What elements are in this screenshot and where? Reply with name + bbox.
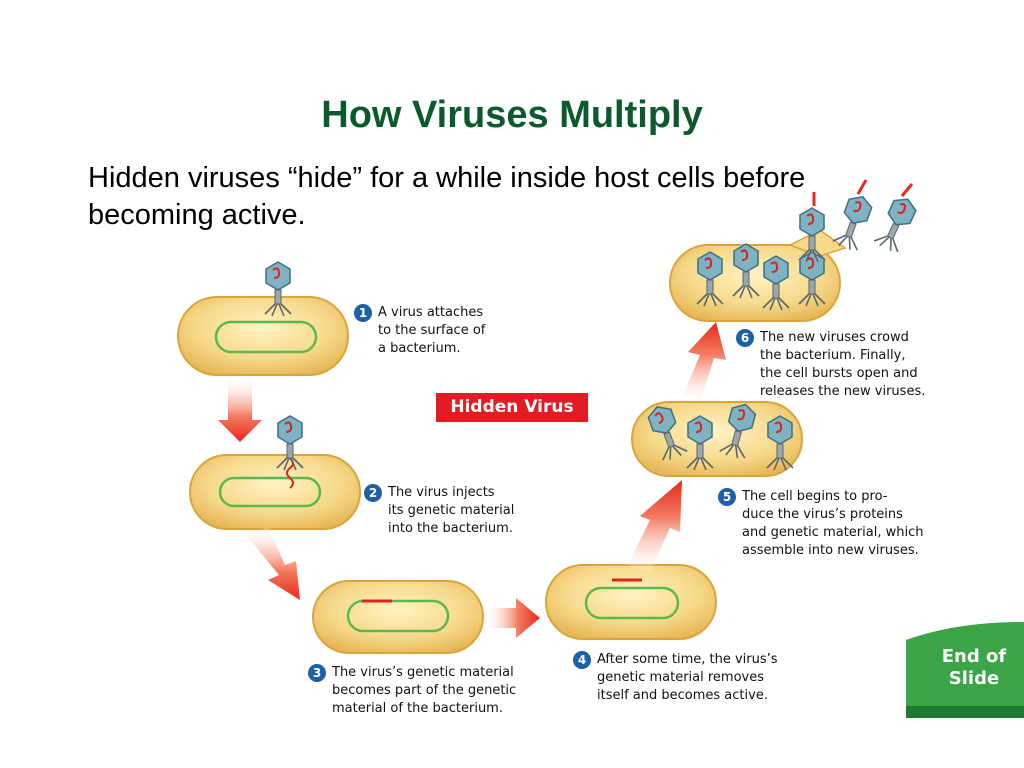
- arrow-1-to-2: [218, 378, 262, 442]
- step-number-badge: 3: [308, 664, 326, 682]
- step-text: The new viruses crowd the bacterium. Fin…: [760, 330, 926, 399]
- step-4: 4 After some time, the virus’s genetic m…: [573, 651, 813, 711]
- release-arrows: [812, 179, 914, 206]
- step-text: A virus attaches to the surface of a bac…: [378, 305, 486, 356]
- step-6: 6 The new viruses crowd the bacterium. F…: [736, 329, 976, 409]
- step-number-badge: 2: [364, 484, 382, 502]
- end-of-slide-button[interactable]: End of Slide: [906, 622, 1024, 718]
- step-text: After some time, the virus’s genetic mat…: [597, 652, 778, 703]
- arrow-4-to-5: [628, 480, 682, 572]
- end-of-slide-shape: [906, 622, 1024, 718]
- step-3: 3 The virus’s genetic material becomes p…: [308, 664, 568, 724]
- arrow-5-to-6: [682, 322, 726, 402]
- released-virus-icon: [872, 192, 921, 255]
- step-5: 5 The cell begins to pro- duce the virus…: [718, 488, 958, 568]
- step-number-badge: 1: [354, 304, 372, 322]
- step-1: 1 A virus attaches to the surface of a b…: [354, 304, 554, 364]
- bacterium-cell-1: [177, 296, 349, 376]
- step-number-badge: 4: [573, 651, 591, 669]
- bacterium-cell-3: [312, 580, 484, 654]
- step-number-badge: 6: [736, 329, 754, 347]
- arrow-2-to-3: [246, 527, 300, 600]
- slide-subtitle: Hidden viruses “hide” for a while inside…: [88, 162, 806, 231]
- bacterium-cell-4: [545, 564, 717, 640]
- step-2: 2 The virus injects its genetic material…: [364, 484, 584, 544]
- bacterium-cell-2: [189, 454, 361, 530]
- step-text: The virus’s genetic material becomes par…: [332, 665, 517, 716]
- hidden-virus-label: Hidden Virus: [436, 393, 588, 422]
- step-text: The virus injects its genetic material i…: [388, 485, 515, 536]
- step-text: The cell begins to pro- duce the virus’s…: [742, 489, 924, 558]
- slide-title: How Viruses Multiply: [321, 94, 703, 136]
- end-of-slide-label: End of Slide: [941, 646, 1007, 689]
- step-number-badge: 5: [718, 488, 736, 506]
- arrow-3-to-4: [486, 598, 540, 638]
